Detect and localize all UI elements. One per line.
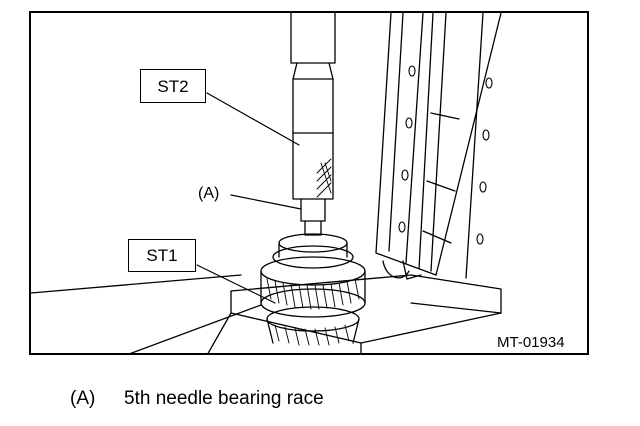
press-base bbox=[31, 274, 502, 353]
st2-label: ST2 bbox=[157, 76, 189, 96]
st1-label: ST1 bbox=[146, 246, 178, 265]
st2-tool bbox=[292, 78, 334, 236]
figure-code: MT-01934 bbox=[497, 334, 565, 351]
press-column bbox=[375, 13, 502, 280]
st1-callout: ST1 bbox=[128, 239, 196, 272]
leader-st1 bbox=[196, 264, 276, 304]
press-ram bbox=[290, 13, 336, 80]
leader-a bbox=[230, 194, 302, 210]
technical-illustration bbox=[31, 13, 502, 353]
legend-key: (A) bbox=[70, 388, 96, 409]
gear-teeth bbox=[266, 278, 360, 346]
column-holes bbox=[398, 65, 493, 245]
figure-frame: ST2 (A) ST1 MT-01934 bbox=[29, 11, 589, 355]
knurl bbox=[316, 158, 332, 198]
legend-row: (A) 5th needle bearing race bbox=[70, 389, 324, 408]
leader-st2 bbox=[206, 92, 300, 146]
a-callout: (A) bbox=[198, 186, 219, 202]
st2-callout: ST2 bbox=[140, 69, 206, 103]
a-label: (A) bbox=[198, 185, 220, 202]
legend-description: 5th needle bearing race bbox=[124, 388, 324, 409]
leader-lines bbox=[196, 92, 302, 304]
gear-assembly bbox=[260, 233, 366, 346]
